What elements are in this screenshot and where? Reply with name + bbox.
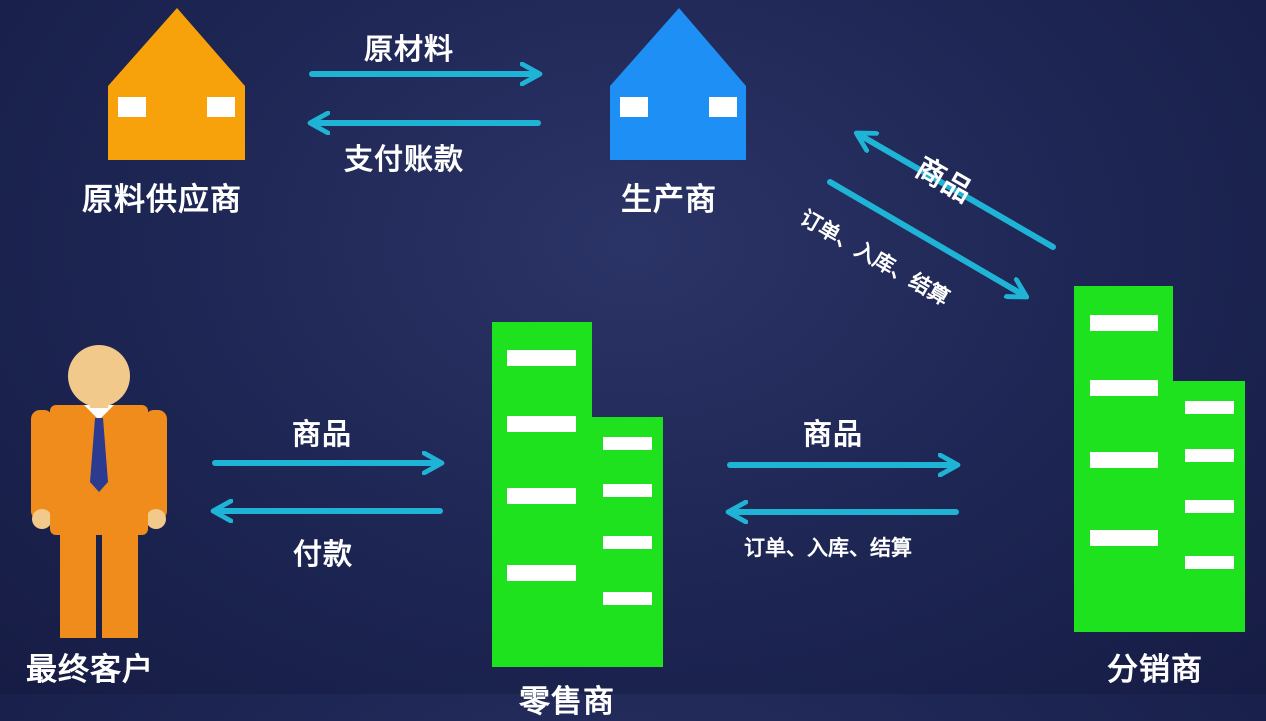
arrow-manufacturer-to-distributor xyxy=(827,179,1025,296)
flow-label-payment-to-supplier: 支付账款 xyxy=(344,142,465,176)
arrow-distributor-to-manufacturer xyxy=(858,134,1056,250)
end-customer-label: 最终客户 xyxy=(26,652,154,688)
distributor-label: 分销商 xyxy=(1107,652,1203,688)
flow-label-raw-material: 原材料 xyxy=(364,32,455,66)
flow-label-goods-to-retailer: 商品 xyxy=(803,417,864,451)
raw-supplier-house-icon xyxy=(108,8,245,160)
raw-supplier-label: 原料供应商 xyxy=(82,182,242,218)
manufacturer-house-icon xyxy=(610,8,746,160)
manufacturer-label: 生产商 xyxy=(621,182,717,218)
flow-label-customer-payment: 付款 xyxy=(293,537,354,571)
flow-label-goods-to-customer: 商品 xyxy=(292,417,353,451)
flow-label-order-to-retailer: 订单、入库、结算 xyxy=(744,536,912,560)
arrows xyxy=(215,74,1056,512)
retailer-label: 零售商 xyxy=(519,684,615,720)
distributor-building-icon xyxy=(1074,286,1245,632)
retailer-building-icon xyxy=(492,322,663,667)
supply-chain-diagram xyxy=(31,8,1245,667)
end-customer-person-icon xyxy=(31,345,167,638)
